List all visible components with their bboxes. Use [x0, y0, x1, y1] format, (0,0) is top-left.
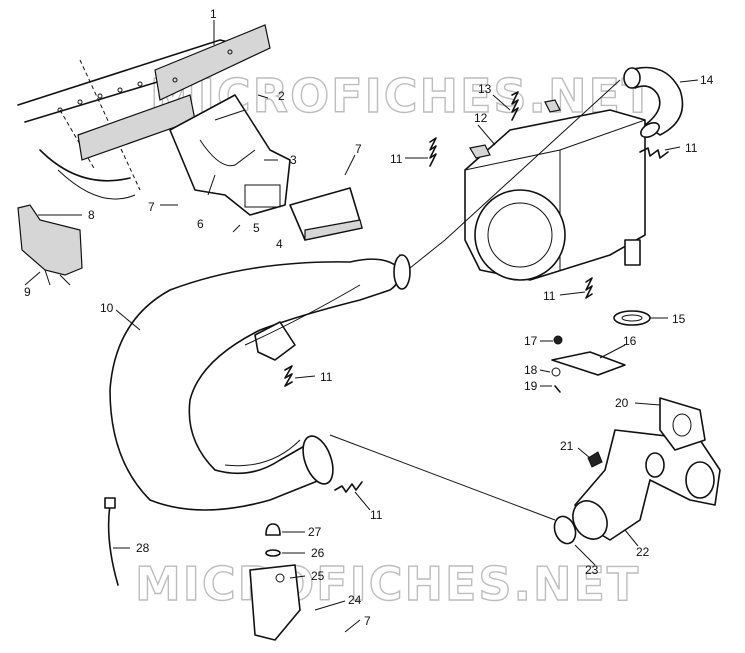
watermark-bottom: MICROFICHES.NET — [135, 557, 640, 611]
callout-11e: 11 — [370, 508, 383, 522]
part-23-seal — [553, 515, 577, 545]
callout-1: 1 — [210, 7, 217, 21]
part-27-bumper — [265, 523, 281, 536]
part-20-gasket — [659, 397, 706, 451]
callouts: 1 2 3 4 5 6 7 7 7 8 9 10 11 11 11 11 11 … — [24, 7, 714, 628]
callout-7a: 7 — [148, 200, 155, 214]
callout-23: 23 — [585, 563, 599, 577]
callout-14: 14 — [700, 73, 714, 87]
callout-19: 19 — [524, 379, 538, 393]
callout-9: 9 — [24, 285, 31, 299]
callout-7c: 7 — [364, 614, 371, 628]
springs — [284, 91, 669, 493]
callout-17: 17 — [524, 334, 538, 348]
part-16-bracket — [551, 335, 626, 393]
callout-10: 10 — [100, 301, 114, 315]
part-14-outlet-elbow — [623, 66, 684, 139]
callout-6: 6 — [197, 217, 204, 231]
part-4-shield — [289, 187, 363, 241]
callout-21: 21 — [560, 439, 574, 453]
callout-4: 4 — [276, 237, 283, 251]
callout-13: 13 — [478, 82, 492, 96]
leader-dashes — [329, 79, 621, 521]
callout-25: 25 — [311, 569, 325, 583]
callout-11b: 11 — [685, 141, 698, 155]
part-25-bracket — [249, 564, 301, 641]
callout-12: 12 — [474, 111, 488, 125]
part-9-cover — [17, 204, 83, 286]
callout-5: 5 — [253, 221, 260, 235]
callout-3: 3 — [290, 153, 297, 167]
part-3-mount-bracket — [169, 94, 291, 216]
callout-18: 18 — [524, 363, 538, 377]
part-1-heat-shield — [77, 24, 271, 161]
callout-8: 8 — [88, 208, 95, 222]
part-26-washer — [265, 549, 281, 557]
part-28-strap — [104, 497, 119, 586]
part-21-bolt — [587, 451, 603, 468]
callout-27: 27 — [308, 525, 322, 539]
part-10-tuned-pipe — [109, 254, 411, 511]
callout-22: 22 — [636, 545, 650, 559]
callout-24: 24 — [348, 593, 362, 607]
part-15-grommet — [613, 239, 651, 326]
callout-26: 26 — [311, 546, 325, 560]
callout-2: 2 — [278, 89, 285, 103]
callout-28: 28 — [136, 541, 150, 555]
callout-11c: 11 — [543, 289, 556, 303]
part-22-manifold — [572, 429, 721, 541]
callout-7b: 7 — [355, 142, 362, 156]
callout-15: 15 — [672, 312, 686, 326]
callout-11d: 11 — [320, 370, 333, 384]
part-12-muffler — [464, 99, 646, 281]
callout-16: 16 — [623, 334, 637, 348]
callout-20: 20 — [615, 396, 629, 410]
leader-lines — [24, 20, 699, 633]
callout-11a: 11 — [390, 152, 403, 166]
